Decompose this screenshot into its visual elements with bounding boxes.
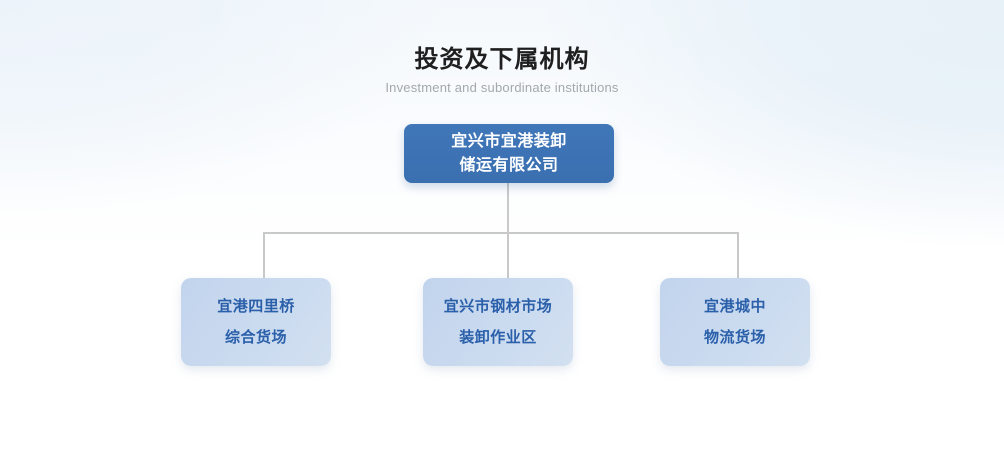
connector-child-3-vertical: [737, 232, 739, 279]
org-node-child-siliqiao[interactable]: 宜港四里桥 综合货场: [181, 278, 331, 366]
page-heading: 投资及下属机构 Investment and subordinate insti…: [0, 45, 1004, 97]
org-node-child-1-line-2: 综合货场: [224, 329, 287, 346]
connector-child-1-vertical: [263, 232, 265, 279]
org-node-child-2-line-1: 宜兴市钢材市场: [443, 298, 553, 315]
org-node-child-gangcai[interactable]: 宜兴市钢材市场 装卸作业区: [423, 278, 573, 366]
org-node-child-chengzhong[interactable]: 宜港城中 物流货场: [660, 278, 810, 366]
org-node-root-line-1: 宜兴市宜港装卸: [451, 132, 567, 150]
connector-horizontal-bus: [263, 232, 739, 234]
org-node-child-3-line-1: 宜港城中: [703, 298, 766, 315]
page-subtitle: Investment and subordinate institutions: [385, 80, 619, 95]
org-node-child-3-line-2: 物流货场: [703, 329, 766, 346]
org-node-child-2-line-2: 装卸作业区: [459, 329, 537, 346]
org-node-root[interactable]: 宜兴市宜港装卸 储运有限公司: [404, 124, 614, 183]
page-title: 投资及下属机构: [414, 46, 590, 73]
org-node-root-line-2: 储运有限公司: [459, 156, 559, 174]
org-node-child-1-line-1: 宜港四里桥: [217, 298, 295, 315]
connector-root-vertical: [507, 183, 509, 279]
